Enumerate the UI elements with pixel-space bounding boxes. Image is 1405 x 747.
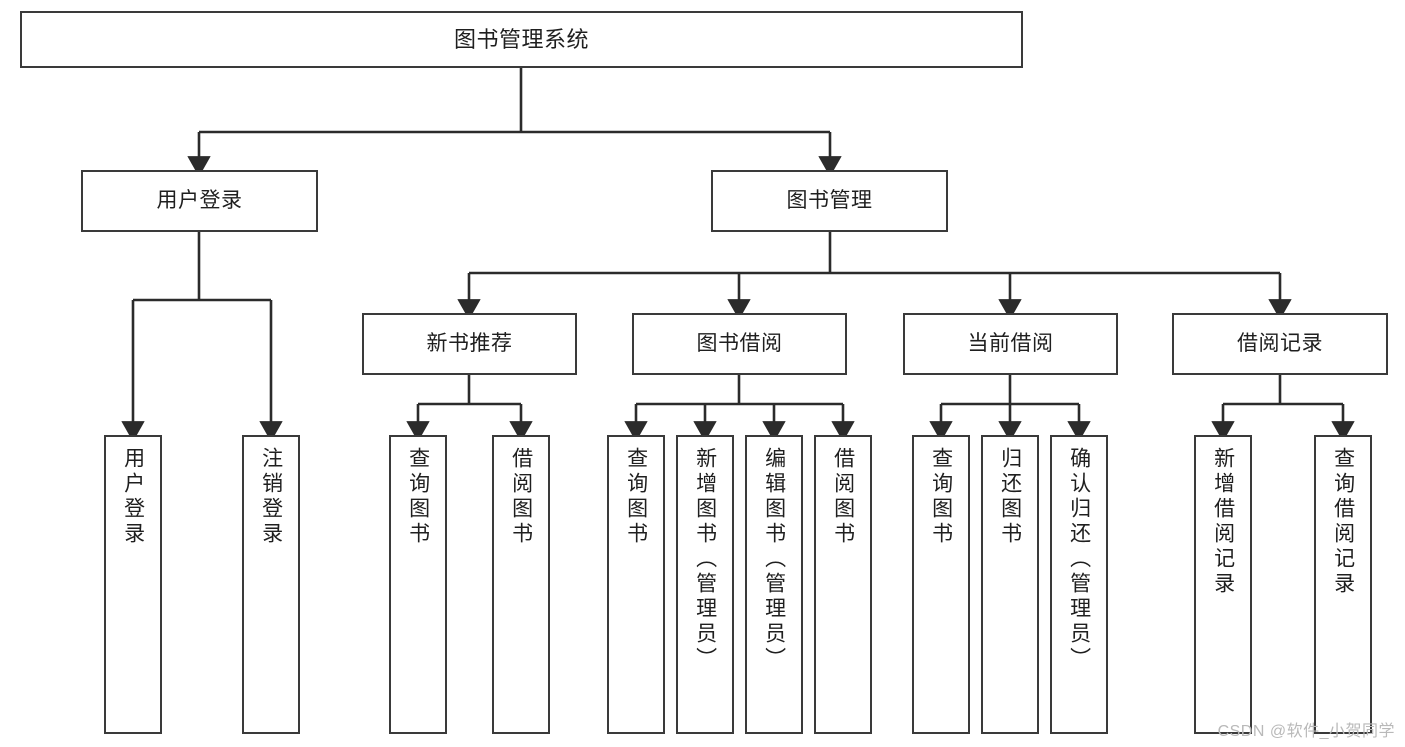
leaf-confirm-return-label: 确认归还（管理员） [1067, 447, 1091, 672]
leaf-query-book-1-label: 查询图书 [406, 447, 430, 547]
leaf-query-book-3[interactable]: 查询图书 [912, 435, 970, 734]
node-user-login-label: 用户登录 [156, 188, 243, 212]
leaf-add-book[interactable]: 新增图书（管理员） [676, 435, 734, 734]
node-borrow-record-label: 借阅记录 [1237, 331, 1323, 355]
leaf-user-login[interactable]: 用户登录 [104, 435, 162, 734]
node-root-label: 图书管理系统 [453, 26, 589, 52]
leaf-query-book-3-label: 查询图书 [929, 447, 953, 547]
leaf-borrow-book-1-label: 借阅图书 [509, 447, 533, 547]
node-book-borrow-label: 图书借阅 [696, 331, 783, 355]
leaf-confirm-return[interactable]: 确认归还（管理员） [1050, 435, 1108, 734]
node-book-manage-label: 图书管理 [786, 188, 873, 212]
leaf-borrow-book-2-label: 借阅图书 [831, 447, 855, 547]
leaf-borrow-book-2[interactable]: 借阅图书 [814, 435, 872, 734]
leaf-edit-book-label: 编辑图书（管理员） [762, 447, 786, 672]
node-current-borrow-label: 当前借阅 [967, 331, 1054, 355]
leaf-user-login-label: 用户登录 [121, 447, 145, 547]
leaf-query-book-2-label: 查询图书 [624, 447, 648, 547]
node-root[interactable]: 图书管理系统 [20, 11, 1023, 68]
node-book-borrow[interactable]: 图书借阅 [632, 313, 847, 375]
csdn-watermark: CSDN @软件_小贺同学 [1217, 723, 1395, 740]
leaf-query-record-label: 查询借阅记录 [1331, 447, 1355, 597]
leaf-query-book-2[interactable]: 查询图书 [607, 435, 665, 734]
node-borrow-record[interactable]: 借阅记录 [1172, 313, 1388, 375]
leaf-query-book-1[interactable]: 查询图书 [389, 435, 447, 734]
leaf-logout-label: 注销登录 [259, 447, 283, 547]
node-new-book-recommend[interactable]: 新书推荐 [362, 313, 577, 375]
leaf-add-book-label: 新增图书（管理员） [693, 447, 717, 672]
node-current-borrow[interactable]: 当前借阅 [903, 313, 1118, 375]
leaf-borrow-book-1[interactable]: 借阅图书 [492, 435, 550, 734]
node-book-manage[interactable]: 图书管理 [711, 170, 948, 232]
leaf-return-book[interactable]: 归还图书 [981, 435, 1039, 734]
leaf-logout[interactable]: 注销登录 [242, 435, 300, 734]
leaf-add-record[interactable]: 新增借阅记录 [1194, 435, 1252, 734]
leaf-query-record[interactable]: 查询借阅记录 [1314, 435, 1372, 734]
node-new-book-recommend-label: 新书推荐 [426, 331, 513, 355]
leaf-return-book-label: 归还图书 [998, 447, 1022, 547]
leaf-edit-book[interactable]: 编辑图书（管理员） [745, 435, 803, 734]
leaf-add-record-label: 新增借阅记录 [1211, 447, 1235, 597]
node-user-login[interactable]: 用户登录 [81, 170, 318, 232]
